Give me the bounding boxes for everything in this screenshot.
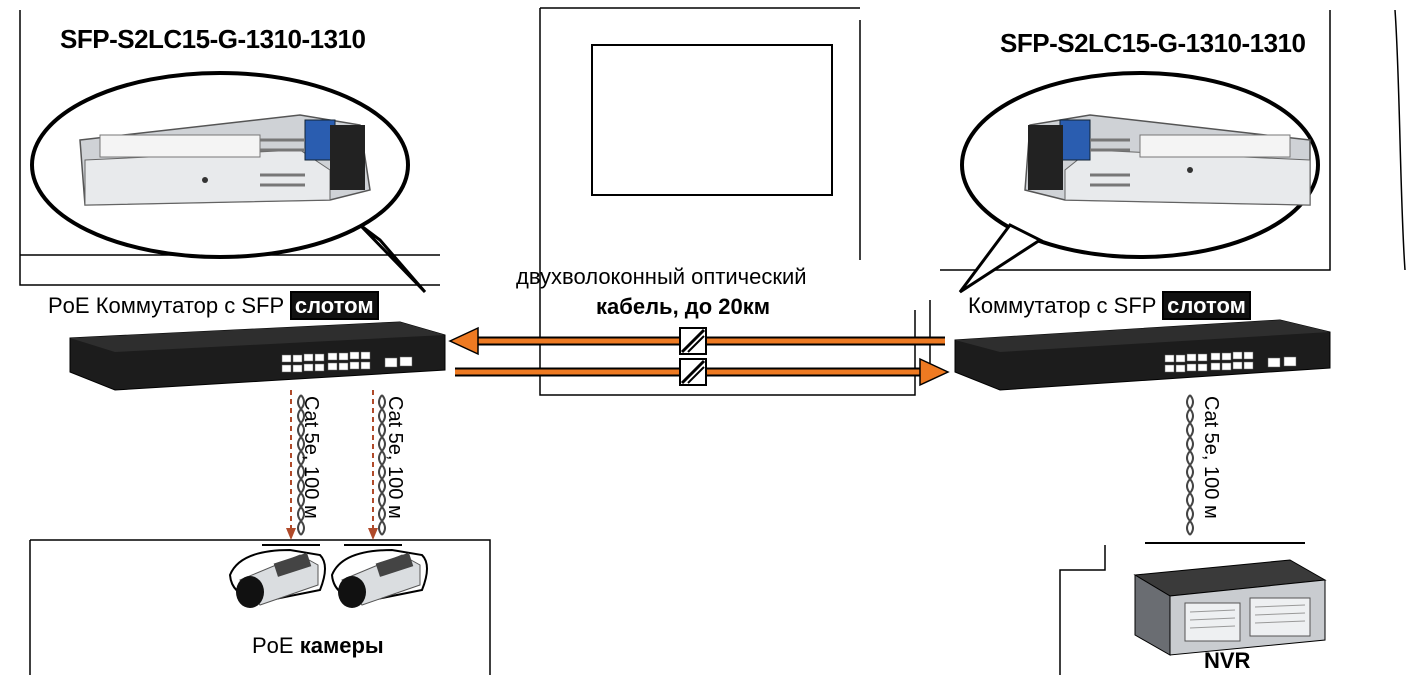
switch-right-label: Коммутатор с SFP слотом [968, 291, 1251, 320]
fiber-label-line1: двухволоконный оптический [516, 264, 807, 289]
switch-right-slot-label: слотом [1162, 291, 1251, 320]
cameras-label-bold: камеры [299, 633, 384, 658]
nvr-label: NVR [1204, 648, 1251, 673]
cable-cam1 [286, 390, 305, 540]
switch-right-text: Коммутатор с SFP [968, 293, 1157, 318]
switch-left-text: PoE Коммутатор с SFP [48, 293, 284, 318]
sfp-module-right [1024, 114, 1311, 206]
sfp-module-left [79, 114, 371, 206]
sfp-left-model-label: SFP-S2LC15-G-1310-1310 [60, 24, 366, 54]
nvr-device [1133, 559, 1327, 656]
cable-cam2-label: Cat 5e, 100 м [384, 396, 406, 519]
fiber-break-marker-top [679, 327, 707, 355]
fiber-label-line2: кабель, до 20км [596, 294, 771, 319]
cable-cam1-label: Cat 5e, 100 м [300, 396, 322, 519]
cameras-label: PoE камеры [252, 633, 384, 659]
screen-frame [591, 44, 833, 196]
cameras-label-plain: PoE [252, 633, 294, 658]
cable-nvr [1145, 394, 1305, 544]
cable-cam2 [368, 390, 386, 540]
cable-nvr-label: Cat 5e, 100 м [1200, 396, 1222, 519]
switch-right [954, 319, 1331, 391]
camera-2 [330, 544, 428, 608]
camera-1 [228, 544, 326, 608]
fiber-arrow-to-left [448, 326, 945, 356]
sfp-right-model-label: SFP-S2LC15-G-1310-1310 [1000, 28, 1306, 58]
switch-left-label: PoE Коммутатор с SFP слотом [48, 291, 379, 320]
switch-left-slot-label: слотом [289, 291, 379, 320]
switch-left [69, 321, 446, 391]
fiber-break-marker-bottom [679, 358, 707, 386]
